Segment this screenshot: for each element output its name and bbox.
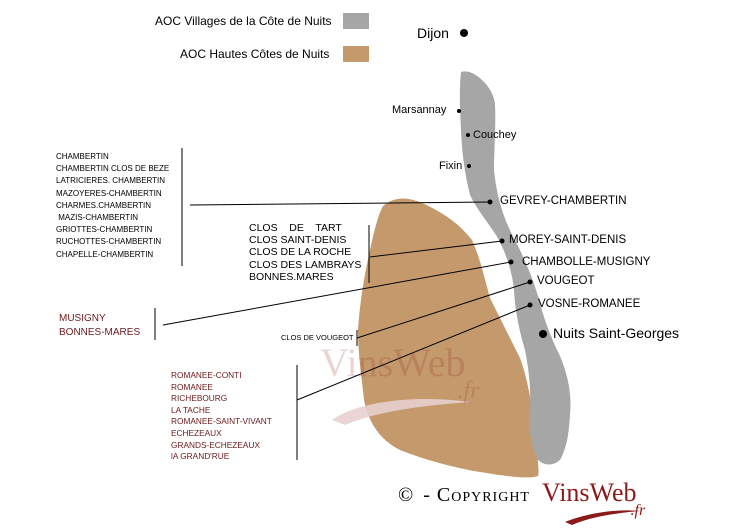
cru-item: RICHEBOURG [171, 393, 228, 404]
copyright-brand: VinsWeb [541, 478, 637, 507]
cru-item: MUSIGNY [59, 313, 106, 324]
cru-item: CHAPELLE-CHAMBERTIN [56, 249, 154, 259]
villages-swatch [343, 13, 369, 29]
cru-item: CLOS DE LA ROCHE [249, 246, 352, 259]
villages-strip [459, 71, 571, 465]
chambolle-leader [162, 261, 512, 326]
village-vougeot: VOUGEOT [537, 275, 595, 287]
gevrey-leader [189, 201, 491, 206]
cru-item: CHARMES.CHAMBERTIN [56, 200, 151, 210]
copyright-suffix: .fr [630, 502, 646, 519]
cru-item: lA GRAND'RUE [171, 451, 230, 462]
cru-item: CHAMBERTIN CLOS DE BEZE [56, 164, 170, 174]
gevrey-crus-list: CHAMBERTIN CHAMBERTIN CLOS DE BEZE LATRI… [56, 151, 169, 261]
cru-item: GRIOTTES-CHAMBERTIN [56, 225, 153, 235]
vougeot-cru: CLOS DE VOUGEOT [281, 333, 354, 342]
cru-item: CLOS SAINT-DENIS [249, 234, 347, 247]
copyright-text: - Copyright [423, 484, 530, 506]
cru-item: ROMANEE-SAINT-VIVANT [171, 416, 272, 427]
cru-item: GRANDS-ECHEZEAUX [171, 439, 260, 450]
cru-item: MAZIS-CHAMBERTIN [56, 213, 139, 223]
village-vosne: VOSNE-ROMANEE [538, 298, 641, 310]
vosne-leader [296, 304, 531, 401]
city-dijon: Dijon [417, 25, 449, 41]
couchey-dot [466, 133, 470, 137]
nuits-dot [539, 330, 547, 338]
copyright-swoosh [565, 510, 640, 525]
fixin-dot [467, 164, 471, 168]
cru-item: BONNES-MARES [59, 327, 141, 338]
watermark-swoosh [332, 399, 470, 425]
cru-item: ROMANEE-CONTI [171, 370, 242, 380]
village-morey: MOREY-SAINT-DENIS [509, 234, 627, 246]
cru-item: ECHEZEAUX [171, 427, 222, 438]
copyright-block: © - Copyright VinsWeb.fr [398, 478, 651, 519]
dijon-dot [460, 29, 468, 37]
chambolle-crus-list: MUSIGNY BONNES-MARES [59, 312, 140, 340]
legend-hautes-cotes-label: AOC Hautes Côtes de Nuits [180, 47, 330, 61]
vosne-crus-list: ROMANEE-CONTI ROMANEE RICHEBOURG LA TACH… [171, 370, 272, 463]
cru-item: ROMANEE [171, 381, 213, 392]
copyright-symbol: © [398, 484, 414, 506]
cru-item: CHAMBERTIN [56, 152, 109, 161]
watermark-logo: VinsWeb.fr [320, 340, 487, 404]
town-fixin: Fixin [439, 160, 463, 172]
marsannay-dot [457, 109, 461, 113]
cru-item: LATRICIERES. CHAMBERTIN [56, 176, 166, 186]
village-gevrey: GEVREY-CHAMBERTIN [500, 195, 627, 207]
watermark-brand: VinsWeb [320, 340, 466, 385]
cru-item: CLOS DES LAMBRAYS [249, 258, 362, 271]
city-nuits: Nuits Saint-Georges [553, 325, 680, 341]
cru-item: MAZOYERES-CHAMBERTIN [56, 188, 162, 198]
legend-villages-label: AOC Villages de la Côte de Nuits [155, 14, 332, 28]
cru-item: RUCHOTTES-CHAMBERTIN [56, 237, 162, 247]
hautes-cotes-swatch [343, 46, 369, 62]
morey-leader [369, 240, 503, 258]
cru-item: LA TACHE [171, 404, 211, 415]
cru-item: BONNES.MARES [249, 270, 334, 283]
town-couchey: Couchey [473, 129, 517, 141]
morey-crus-list: CLOS DE TART CLOS SAINT-DENIS CLOS DE LA… [249, 222, 361, 283]
cru-item: CLOS DE TART [249, 222, 342, 234]
vougeot-leader [356, 281, 531, 339]
watermark-suffix: .fr [457, 378, 480, 404]
village-chambolle: CHAMBOLLE-MUSIGNY [522, 256, 651, 268]
town-marsannay: Marsannay [392, 104, 447, 116]
